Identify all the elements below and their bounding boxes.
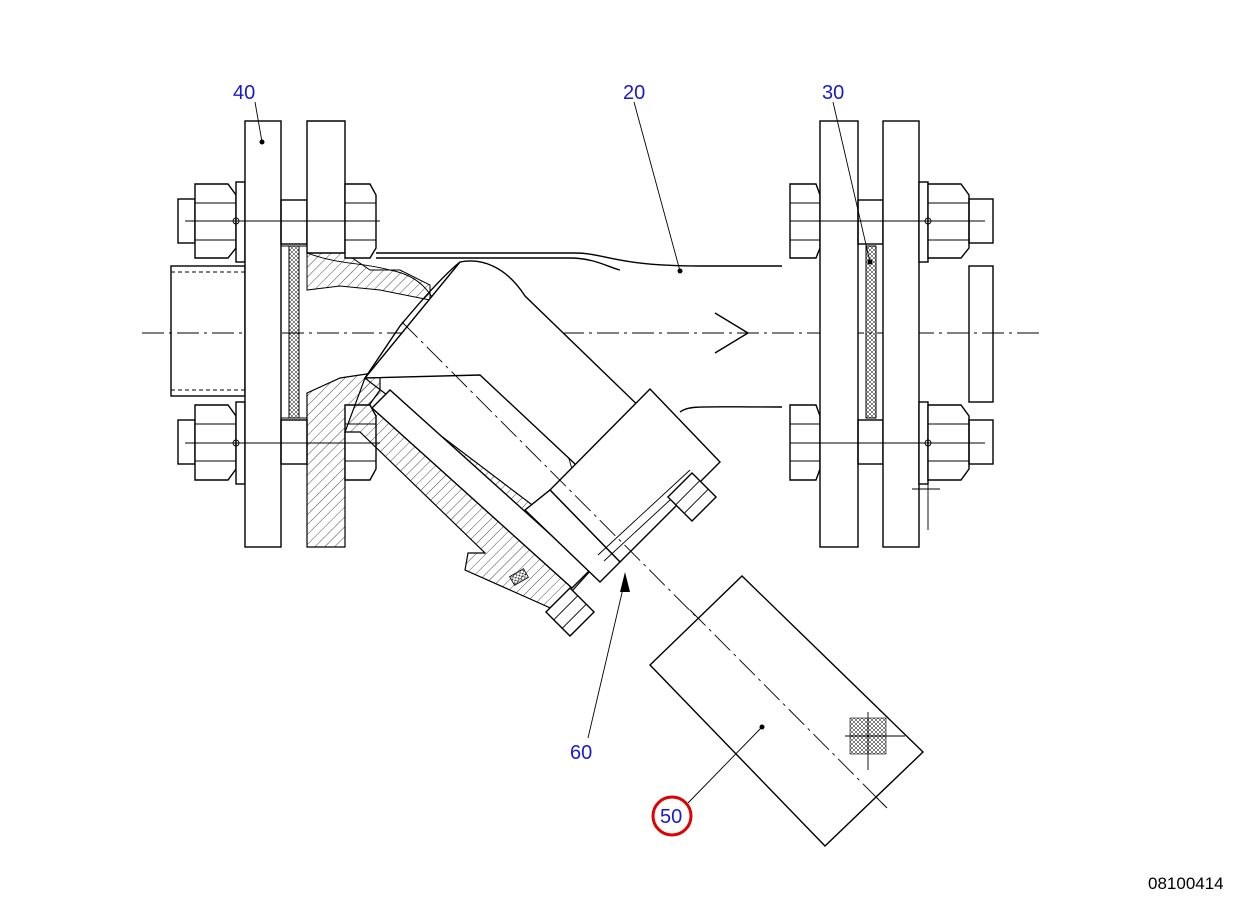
callout-50-highlight-ring (651, 795, 693, 837)
callout-60[interactable]: 60 (570, 742, 592, 764)
left-nut-bottom-outer (194, 404, 237, 481)
right-mating-flange (882, 120, 920, 548)
leader-60-arrowhead (620, 572, 630, 592)
callout-50[interactable]: 50 (660, 806, 682, 828)
left-gasket (288, 245, 300, 419)
left-flange-assembly (170, 120, 431, 548)
strainer-branch (344, 260, 888, 809)
leader-20 (633, 101, 681, 272)
flow-direction-arrow (714, 312, 750, 354)
leader-60 (587, 579, 626, 739)
left-flange-plate-40 (244, 120, 282, 548)
left-pipe-stub (170, 265, 246, 397)
right-gasket-30 (865, 245, 877, 419)
screen-element-50 (649, 575, 925, 847)
leader-30 (832, 101, 871, 263)
leader-50 (687, 726, 763, 804)
document-number: 08100414 (1148, 874, 1224, 893)
right-body-flange (819, 120, 859, 548)
right-flange-assembly (789, 120, 994, 548)
callout-40[interactable]: 40 (233, 82, 255, 104)
left-bolt-end-bottom (177, 419, 196, 465)
callout-20[interactable]: 20 (623, 82, 645, 104)
callout-30[interactable]: 30 (822, 82, 844, 104)
leader-40 (254, 101, 263, 143)
right-pipe-stub (968, 265, 994, 403)
gasket-60-detail (509, 568, 529, 586)
